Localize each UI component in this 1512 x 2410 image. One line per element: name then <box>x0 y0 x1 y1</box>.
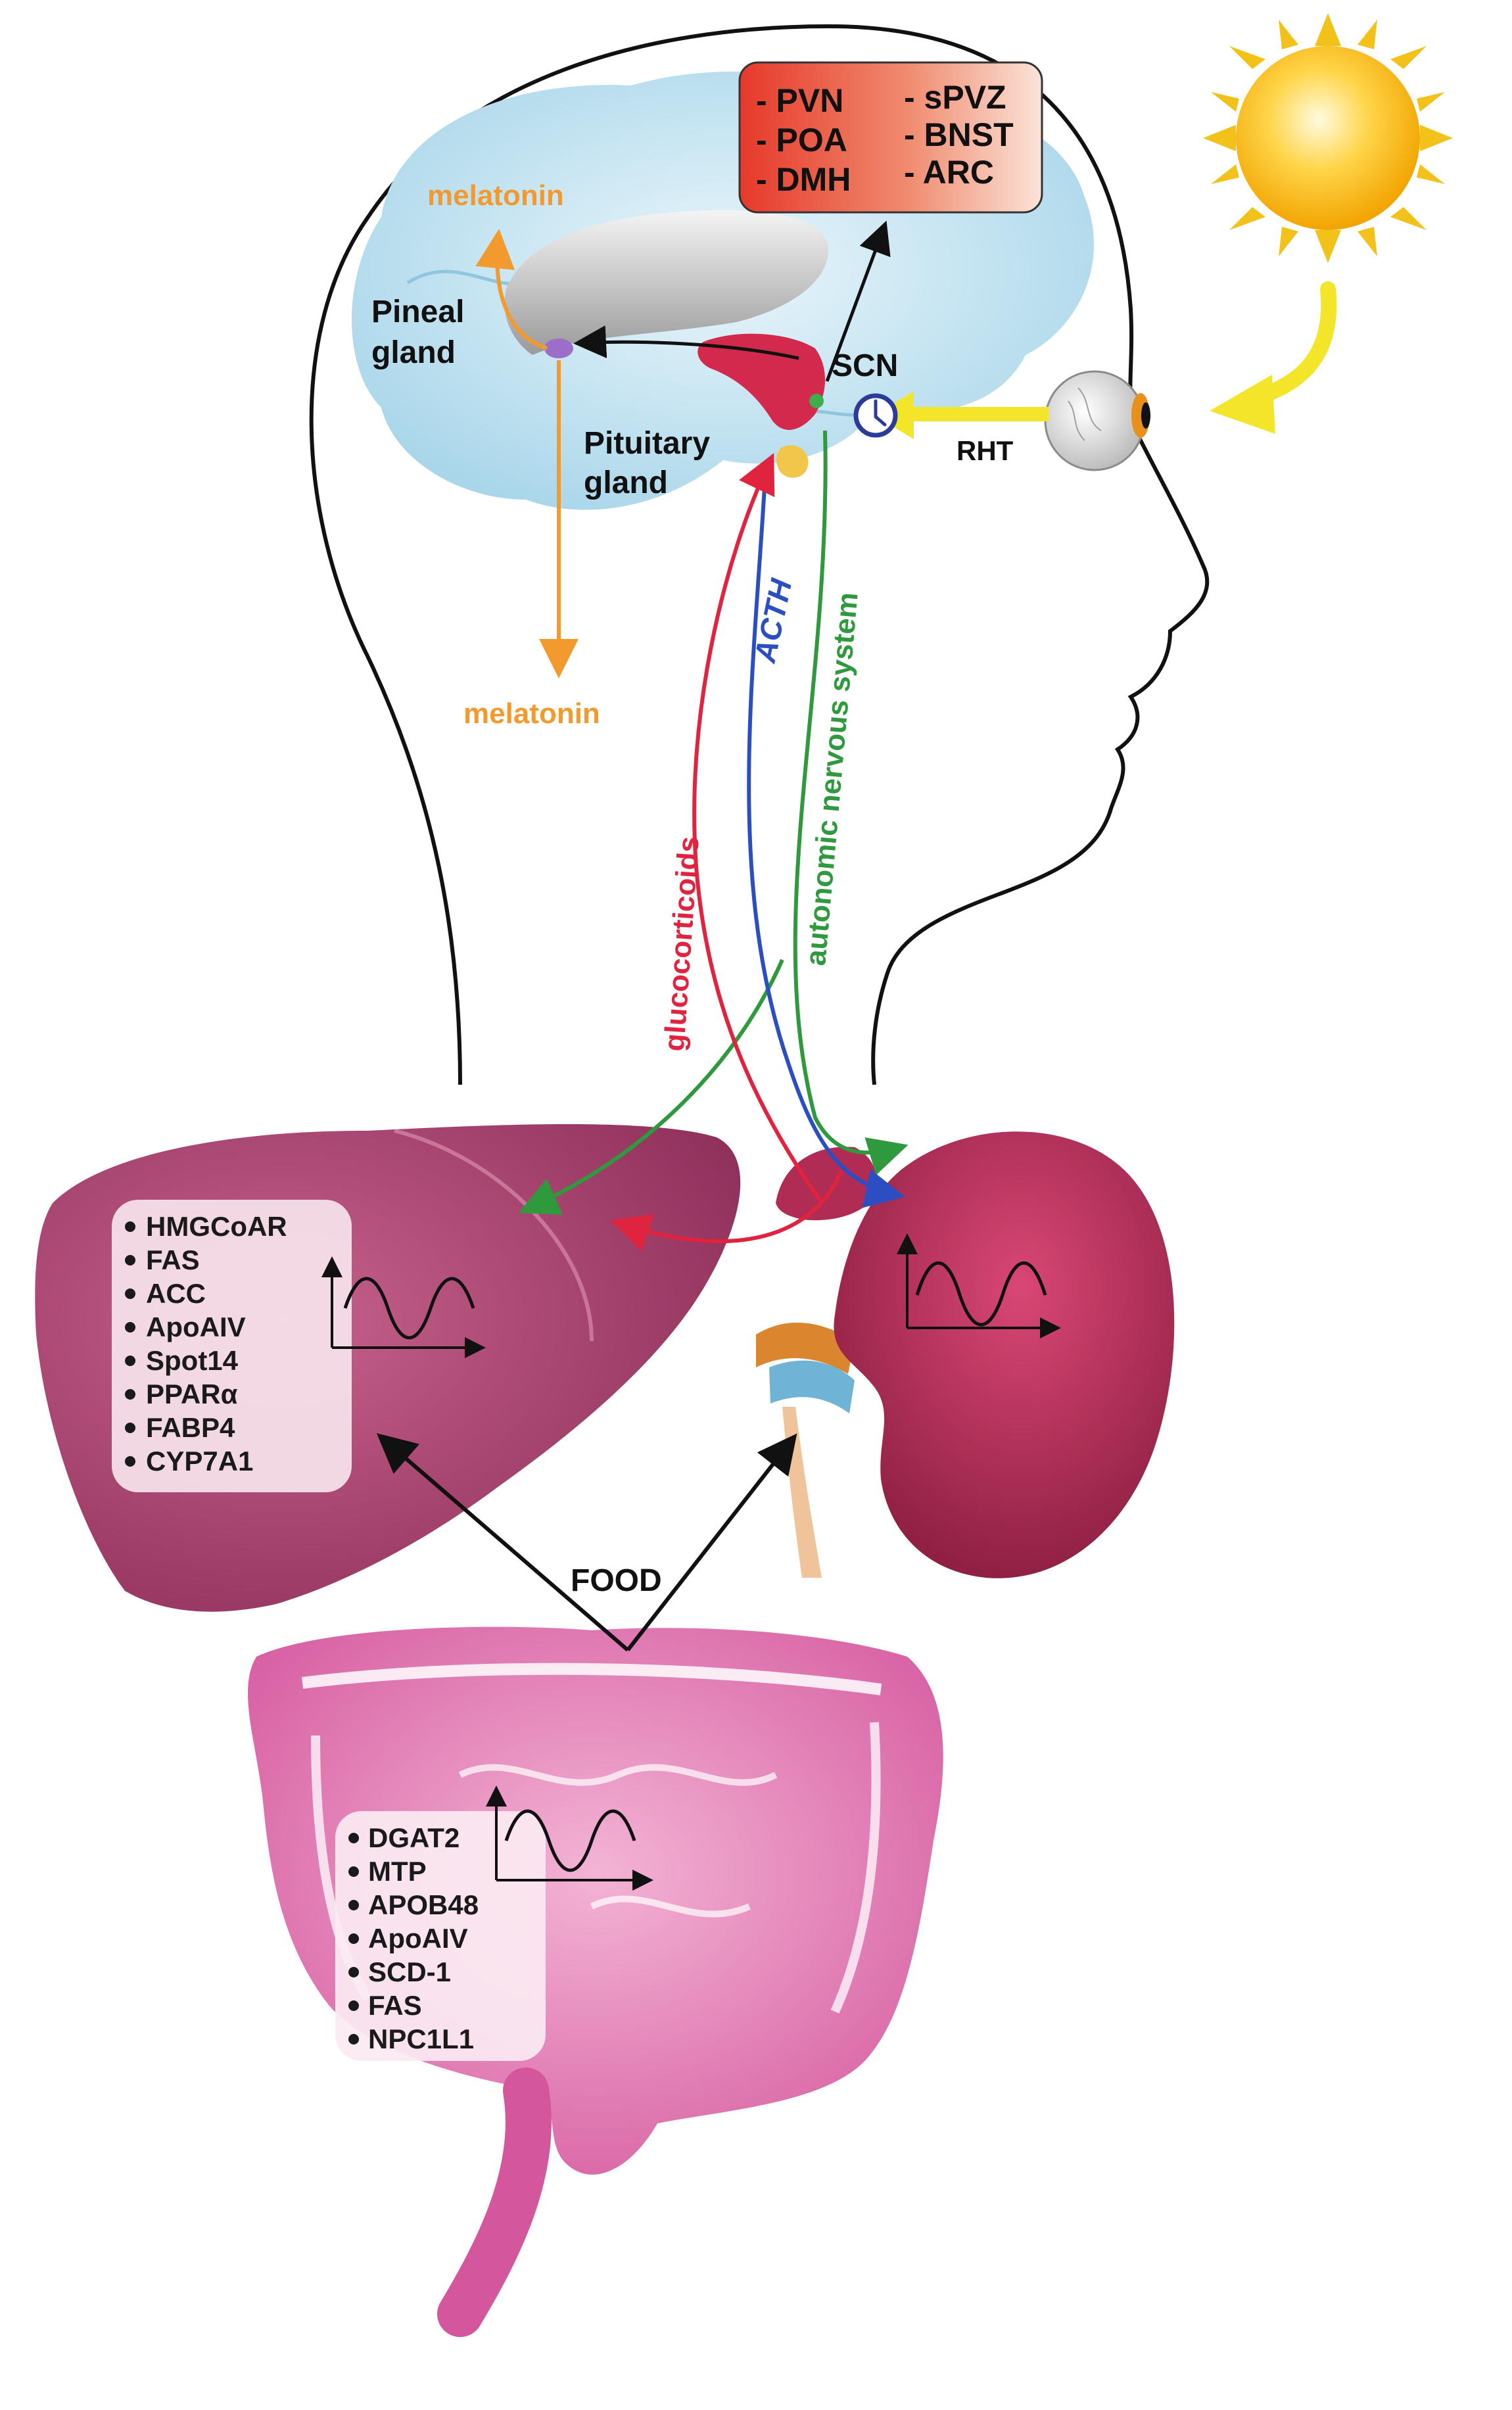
kidney-rhythm-plot <box>897 1233 1061 1338</box>
pineal-gland-shape <box>544 339 573 358</box>
melatonin-label-top: melatonin <box>427 179 564 212</box>
food-label: FOOD <box>571 1563 662 1598</box>
autonomic-label: autonomic nervous system <box>799 591 864 967</box>
liver-gene-box <box>112 1200 352 1492</box>
eye-icon <box>1044 370 1150 471</box>
acth-label: ACTH <box>747 576 799 667</box>
intestine-fold <box>301 1663 882 1695</box>
gene-label: ApoAIV <box>368 1923 468 1954</box>
gene-label: MTP <box>368 1856 427 1887</box>
autonomic-arrow <box>793 430 909 1175</box>
gene-label: ACC <box>146 1278 206 1309</box>
food-to-kidney-arrow <box>626 1433 797 1651</box>
scn-label: SCN <box>832 348 898 383</box>
nucleus-label: - ARC <box>904 154 994 191</box>
autonomic-to-liver-arrow <box>519 958 784 1215</box>
gene-label: PPARα <box>146 1379 238 1409</box>
nuclei-list-left: - PVN - POA - DMH <box>756 82 851 198</box>
nucleus-label: - sPVZ <box>904 79 1006 116</box>
gene-label: FABP4 <box>146 1412 235 1443</box>
acth-arrow <box>747 463 905 1208</box>
light-arrow <box>1235 281 1337 409</box>
gene-label: ApoAIV <box>146 1311 246 1342</box>
nucleus-label: - PVN <box>756 82 843 119</box>
intestine-fold <box>590 1895 751 1918</box>
gene-label: APOB48 <box>368 1889 479 1920</box>
rht-label: RHT <box>957 435 1014 466</box>
scn-to-nuclei-arrow <box>825 220 891 382</box>
nucleus-label: - POA <box>756 122 847 158</box>
intestine-gene-box <box>335 1811 546 2061</box>
gene-label: HMGCoAR <box>146 1211 287 1242</box>
nucleus-label: - DMH <box>756 161 851 198</box>
gene-label: CYP7A1 <box>146 1446 253 1477</box>
gene-label: Spot14 <box>146 1345 239 1376</box>
glucocorticoids-to-liver-arrow <box>610 1169 843 1252</box>
liver-gene-list: HMGCoAR FAS ACC ApoAIV Spot14 PPARα FABP… <box>125 1211 287 1477</box>
food-to-liver-arrow <box>376 1433 629 1652</box>
intestine-tail <box>437 2067 552 2337</box>
corpus-callosum <box>504 210 828 355</box>
pituitary-gland-shape <box>776 445 809 478</box>
melatonin-up-arrow <box>475 229 548 350</box>
adrenal-gland <box>776 1146 877 1221</box>
hypothalamic-nuclei-box <box>738 61 1043 214</box>
gene-label: DGAT2 <box>368 1822 460 1853</box>
intestine-fold <box>830 1722 881 2014</box>
melatonin-label-bottom: melatonin <box>463 697 600 730</box>
pineal-gland-label: Pineal <box>371 295 464 329</box>
intestine-rhythm-plot <box>486 1785 653 1891</box>
pituitary-gland-label: gland <box>584 465 668 500</box>
intestine-gene-list: DGAT2 MTP APOB48 ApoAIV SCD-1 FAS NPC1L1 <box>348 1822 479 2054</box>
pineal-gland-label: gland <box>371 335 456 370</box>
nuclei-list-right: - sPVZ - BNST - ARC <box>904 79 1014 191</box>
intestine-fold <box>458 1764 778 1786</box>
gene-label: FAS <box>146 1244 200 1275</box>
liver-rhythm-plot <box>321 1256 486 1358</box>
scn-to-pineal-arrow <box>573 325 799 360</box>
scn-nucleus <box>809 394 824 408</box>
gene-label: NPC1L1 <box>368 2023 474 2054</box>
sun-icon <box>1203 13 1453 263</box>
gene-label: FAS <box>368 1990 422 2021</box>
glucocorticoids-arrow <box>692 453 824 1204</box>
renal-vessels <box>756 1322 855 1578</box>
clock-icon <box>853 393 898 438</box>
glucocorticoids-label: glucocorticoids <box>658 835 705 1052</box>
pituitary-gland-label: Pituitary <box>584 426 710 461</box>
light-arrow-head <box>1210 375 1275 434</box>
kidney <box>834 1131 1175 1578</box>
nucleus-label: - BNST <box>904 116 1014 153</box>
gene-label: SCD-1 <box>368 1956 451 1987</box>
